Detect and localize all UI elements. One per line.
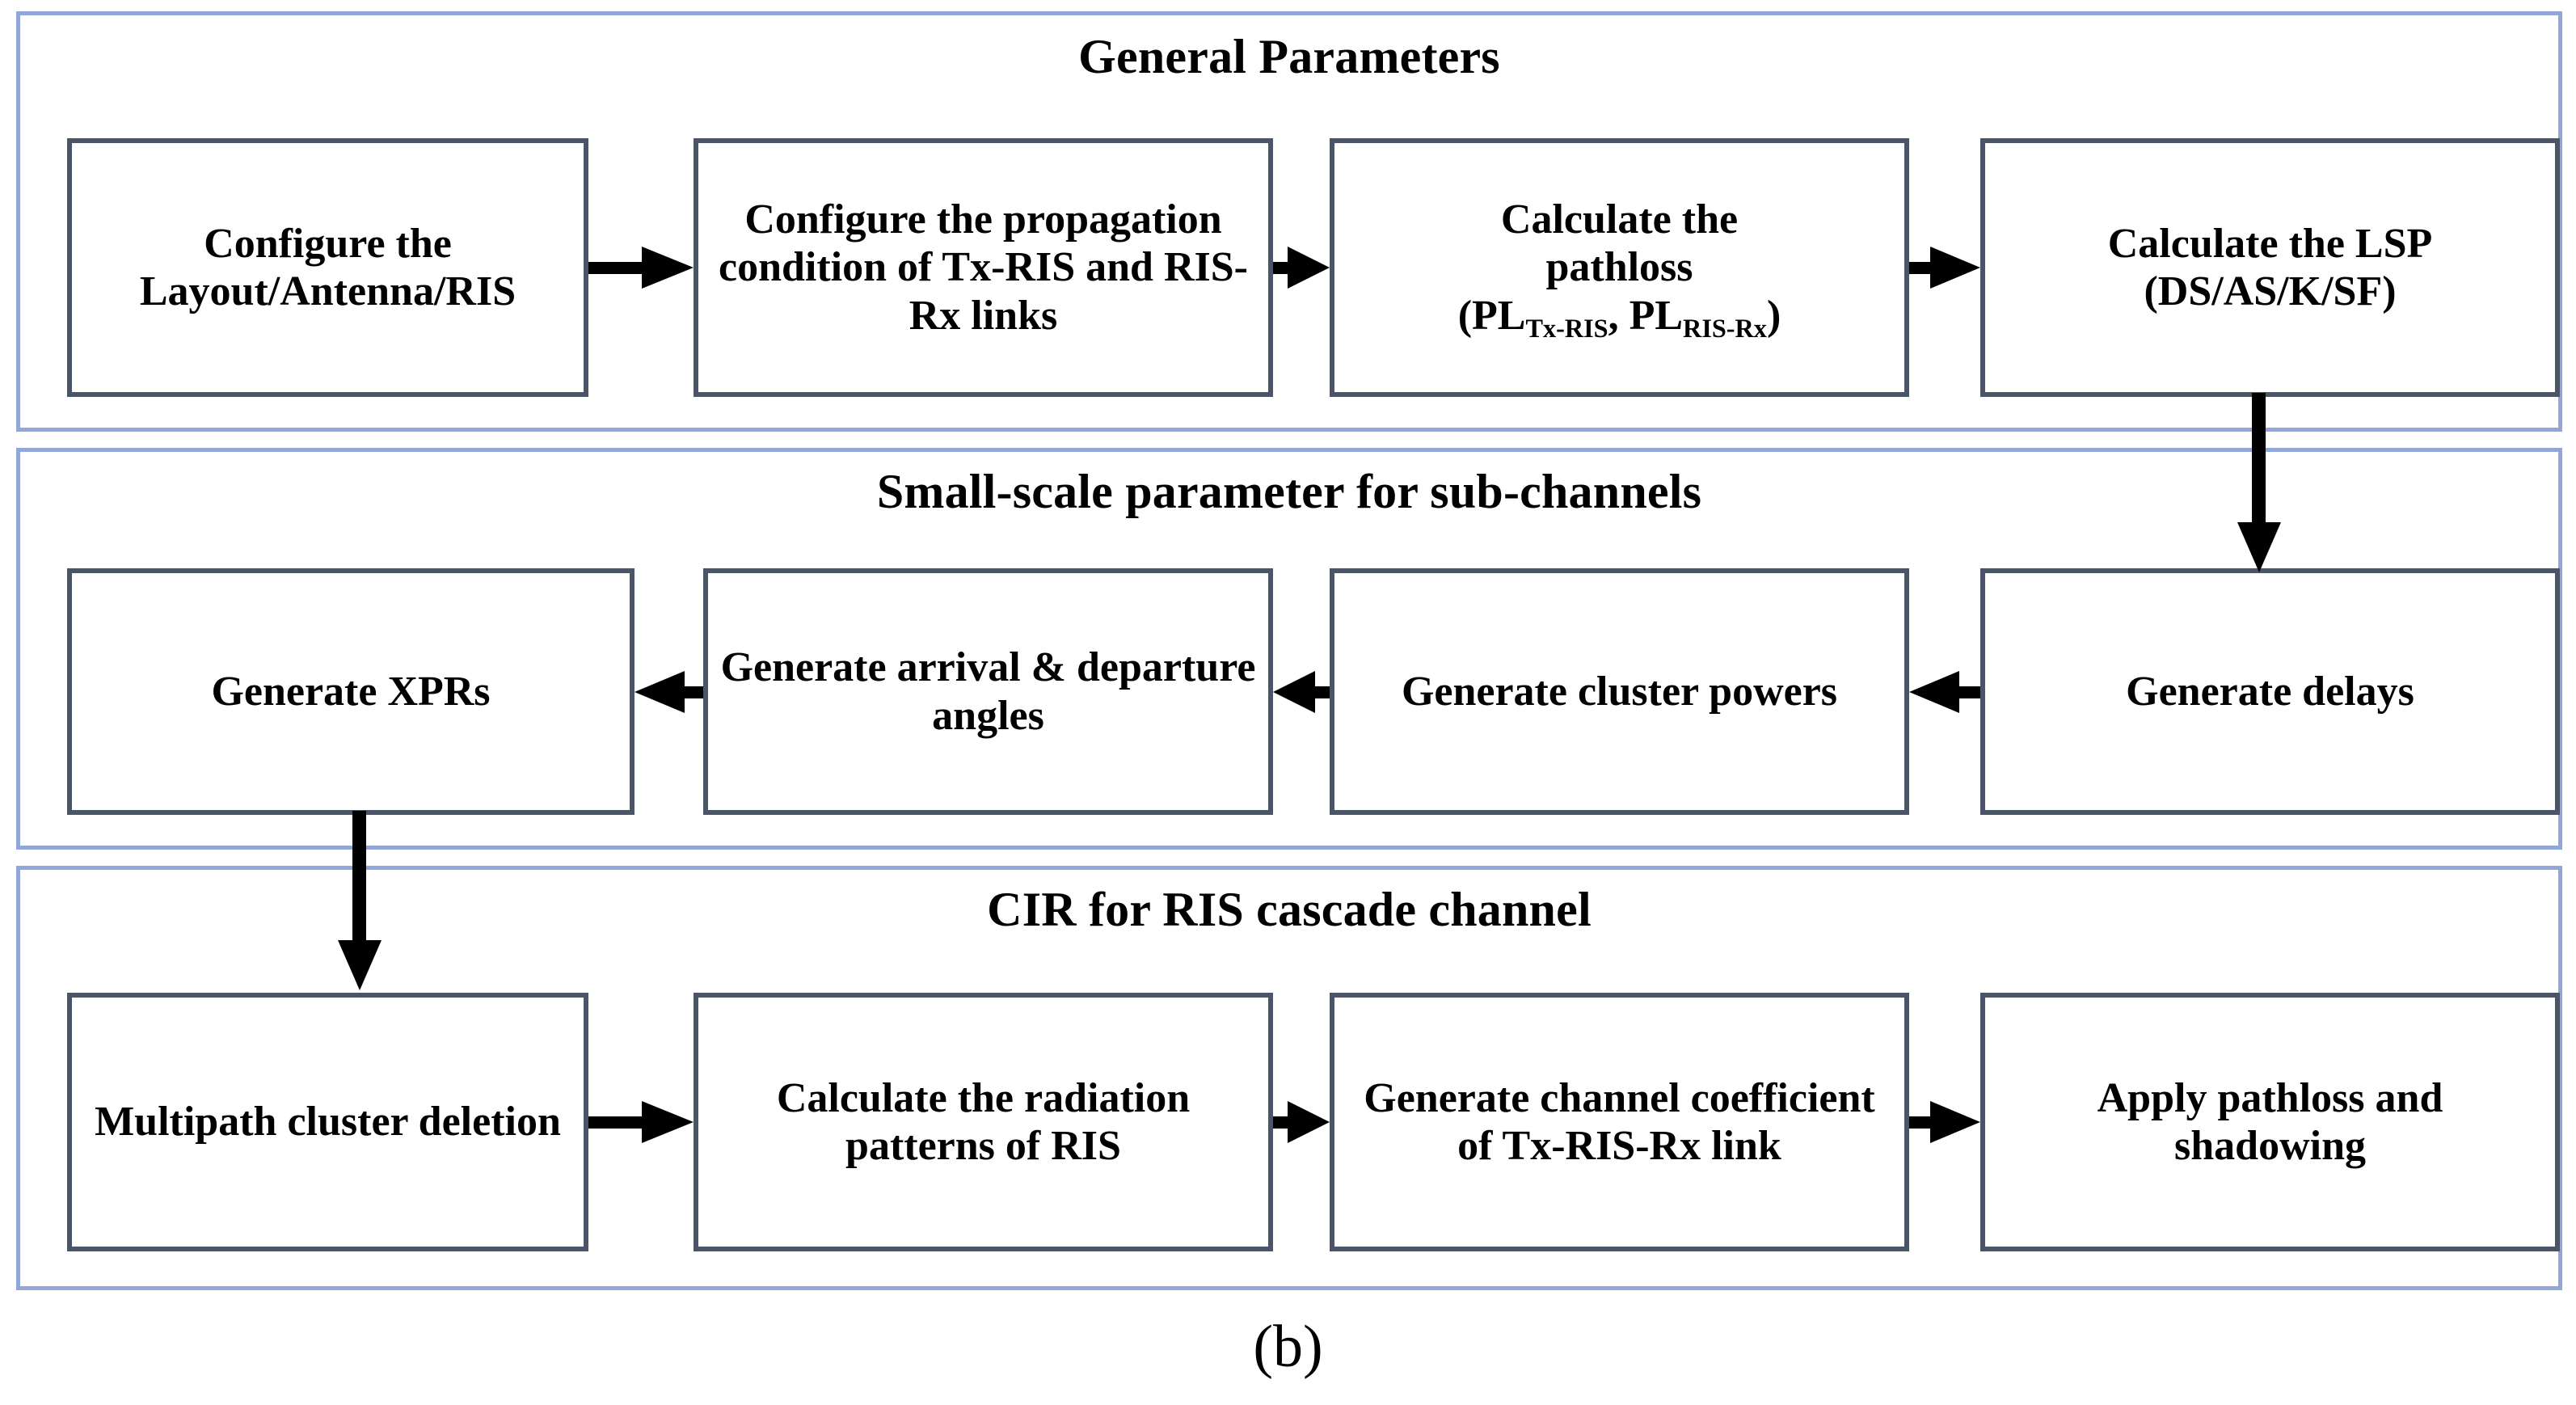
process-box-generate-cluster-powers[interactable]: Generate cluster powers bbox=[1330, 568, 1909, 815]
process-box-configure-propagation[interactable]: Configure the propagation condition of T… bbox=[694, 138, 1273, 397]
arrow-delays-to-cluster-powers bbox=[1909, 668, 1980, 716]
process-box-label: Generate arrival & departure angles bbox=[720, 644, 1256, 739]
arrow-xprs-to-multipath-cluster-deletion bbox=[331, 811, 388, 990]
process-box-label: Generate cluster powers bbox=[1401, 668, 1838, 715]
arrow-channel-coefficient-to-apply-pathloss bbox=[1909, 1098, 1980, 1146]
section-title-general-parameters: General Parameters bbox=[1078, 30, 1500, 83]
process-box-generate-xprs[interactable]: Generate XPRs bbox=[67, 568, 635, 815]
process-box-label: Generate delays bbox=[2126, 668, 2414, 715]
section-title-cir-ris-cascade: CIR for RIS cascade channel bbox=[987, 883, 1592, 936]
pathloss-line-3: (PLTx-RIS, PLRIS-Rx) bbox=[1457, 292, 1781, 343]
figure-caption: (b) bbox=[1253, 1314, 1323, 1380]
process-box-label: Generate channel coefficient of Tx-RIS-R… bbox=[1364, 1074, 1875, 1169]
process-box-multipath-cluster-deletion[interactable]: Multipath cluster deletion bbox=[67, 993, 588, 1251]
process-box-label: Calculate the pathloss (PLTx-RIS, PLRIS-… bbox=[1346, 196, 1893, 343]
process-box-label: Configure the Layout/Antenna/RIS bbox=[139, 220, 516, 314]
section-title-small-scale-parameter: Small-scale parameter for sub-channels bbox=[876, 465, 1702, 518]
arrow-multipath-to-radiation-patterns bbox=[588, 1098, 694, 1146]
pathloss-line-2: pathloss bbox=[1545, 244, 1693, 291]
process-box-label: Calculate the radiation patterns of RIS bbox=[776, 1074, 1191, 1169]
process-box-label: Generate XPRs bbox=[211, 668, 491, 715]
process-box-calculate-radiation-patterns[interactable]: Calculate the radiation patterns of RIS bbox=[694, 993, 1273, 1251]
pathloss-subscript-ris-rx: RIS-Rx bbox=[1683, 313, 1767, 343]
pathloss-subscript-tx-ris: Tx-RIS bbox=[1525, 313, 1608, 343]
arrow-angles-to-xprs bbox=[635, 668, 703, 716]
process-box-generate-delays[interactable]: Generate delays bbox=[1980, 568, 2560, 815]
process-box-label: Configure the propagation condition of T… bbox=[718, 196, 1248, 339]
process-box-generate-channel-coefficient[interactable]: Generate channel coefficient of Tx-RIS-R… bbox=[1330, 993, 1909, 1251]
section-panel-small-scale-parameter: Small-scale parameter for sub-channels G… bbox=[16, 448, 2562, 850]
pathloss-suffix: ) bbox=[1766, 292, 1781, 339]
process-box-generate-angles[interactable]: Generate arrival & departure angles bbox=[703, 568, 1273, 815]
section-panel-cir-ris-cascade: CIR for RIS cascade channel Multipath cl… bbox=[16, 866, 2562, 1290]
process-box-label: Apply pathloss and shadowing bbox=[2097, 1074, 2443, 1169]
process-box-calculate-lsp[interactable]: Calculate the LSP (DS/AS/K/SF) bbox=[1980, 138, 2560, 397]
process-box-apply-pathloss-shadowing[interactable]: Apply pathloss and shadowing bbox=[1980, 993, 2560, 1251]
arrow-cluster-powers-to-angles bbox=[1273, 668, 1330, 716]
arrow-pathloss-to-lsp bbox=[1909, 243, 1980, 292]
section-panel-general-parameters: General Parameters Configure the Layout/… bbox=[16, 11, 2562, 432]
process-box-label: Calculate the LSP (DS/AS/K/SF) bbox=[2107, 220, 2433, 314]
pathloss-prefix: (PL bbox=[1457, 292, 1526, 339]
arrow-lsp-to-generate-delays bbox=[2231, 393, 2287, 572]
pathloss-mid: , PL bbox=[1608, 292, 1684, 339]
process-box-calculate-pathloss[interactable]: Calculate the pathloss (PLTx-RIS, PLRIS-… bbox=[1330, 138, 1909, 397]
arrow-propagation-to-pathloss bbox=[1273, 243, 1330, 292]
process-box-label: Multipath cluster deletion bbox=[95, 1099, 561, 1146]
arrow-radiation-patterns-to-channel-coefficient bbox=[1273, 1098, 1330, 1146]
arrow-configure-layout-to-propagation bbox=[588, 243, 694, 292]
pathloss-line-1: Calculate the bbox=[1500, 196, 1739, 243]
process-box-configure-layout[interactable]: Configure the Layout/Antenna/RIS bbox=[67, 138, 588, 397]
